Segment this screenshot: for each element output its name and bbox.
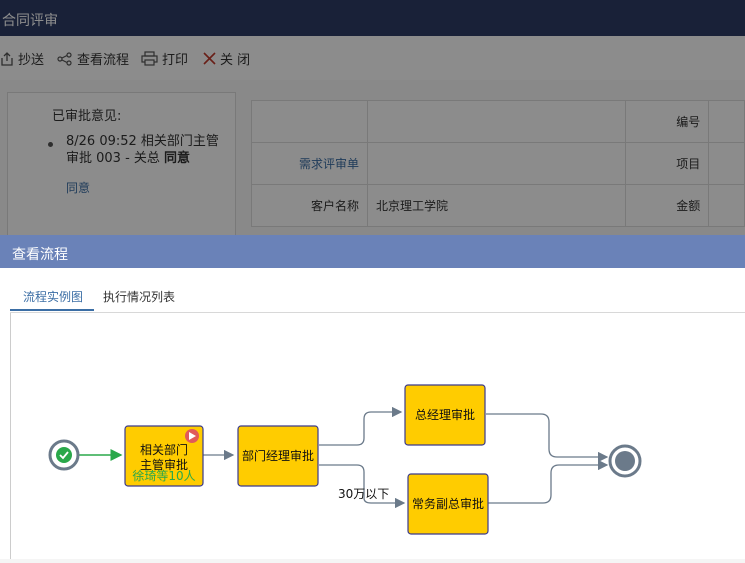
end-event[interactable] bbox=[608, 444, 642, 478]
flow-diagram: 相关部门 主管审批 徐琦等10人 部门经理审批 总经理审批 bbox=[48, 384, 642, 535]
close-icon bbox=[203, 52, 216, 65]
opinion-entry-line1: 8/26 09:52 相关部门主管 bbox=[66, 134, 219, 149]
flow-edge bbox=[486, 413, 609, 463]
info-cell bbox=[708, 142, 745, 185]
info-cell bbox=[366, 100, 627, 143]
contract-info-table: 编号 需求评审单 项目 客户名称 北京理工学院 金额 bbox=[251, 100, 745, 227]
node-label-line2: 主管审批 bbox=[140, 457, 188, 472]
dialog-title-bar: 查看流程 bbox=[0, 235, 745, 268]
print-button[interactable]: 打印 bbox=[141, 49, 188, 68]
bullet bbox=[48, 142, 53, 147]
start-event[interactable] bbox=[48, 439, 80, 471]
window-title: 合同评审 bbox=[2, 13, 58, 29]
number-label: 编号 bbox=[625, 100, 710, 143]
dialog-tabs: 流程实例图 执行情况列表 bbox=[10, 268, 745, 313]
view-flow-button[interactable]: 查看流程 bbox=[57, 49, 129, 68]
flow-node-related-manager[interactable]: 相关部门 主管审批 徐琦等10人 bbox=[124, 425, 204, 487]
flow-canvas: 相关部门 主管审批 徐琦等10人 部门经理审批 总经理审批 bbox=[10, 313, 745, 559]
share-icon bbox=[1, 51, 13, 66]
view-flow-label: 查看流程 bbox=[77, 53, 130, 68]
window-title-bar: 合同评审 bbox=[0, 0, 745, 36]
toolbar: 抄送 查看流程 打印 关 闭 bbox=[0, 36, 745, 80]
info-cell bbox=[366, 142, 627, 185]
amount-label: 金额 bbox=[625, 184, 710, 227]
node-label: 部门经理审批 bbox=[242, 448, 314, 463]
tab-execution-list[interactable]: 执行情况列表 bbox=[103, 290, 176, 304]
print-label: 打印 bbox=[162, 53, 189, 68]
flow-edge bbox=[319, 464, 406, 509]
flow-node-general-manager[interactable]: 总经理审批 bbox=[404, 384, 486, 446]
printer-icon bbox=[141, 51, 158, 66]
opinion-header: 已审批意见: bbox=[52, 109, 122, 124]
dialog-title: 查看流程 bbox=[12, 247, 68, 263]
modal-overlay bbox=[0, 0, 745, 235]
approval-opinion-panel: 已审批意见: 8/26 09:52 相关部门主管 审批 003 - 关总 同意 … bbox=[7, 92, 236, 254]
flow-node-dept-manager[interactable]: 部门经理审批 bbox=[237, 425, 319, 487]
flow-edge bbox=[319, 406, 403, 446]
project-label: 项目 bbox=[625, 142, 710, 185]
flow-node-vice-general[interactable]: 常务副总审批 bbox=[407, 473, 489, 535]
opinion-entry-result: 同意 bbox=[164, 151, 191, 166]
active-tab-indicator bbox=[10, 309, 94, 311]
flow-icon bbox=[57, 51, 72, 66]
opinion-comment: 同意 bbox=[66, 181, 91, 195]
copy-send-label: 抄送 bbox=[18, 53, 45, 68]
opinion-entry-line2: 审批 003 - 关总 bbox=[66, 151, 165, 166]
main-content: 已审批意见: 8/26 09:52 相关部门主管 审批 003 - 关总 同意 … bbox=[0, 80, 745, 254]
info-cell bbox=[251, 100, 368, 143]
customer-value: 北京理工学院 bbox=[366, 184, 627, 227]
node-label-line1: 相关部门 bbox=[140, 442, 188, 457]
view-flow-dialog: 查看流程 流程实例图 执行情况列表 bbox=[0, 235, 745, 559]
node-label: 总经理审批 bbox=[415, 407, 475, 422]
node-waiting-label: 徐琦等10人 bbox=[132, 468, 195, 483]
customer-label: 客户名称 bbox=[251, 184, 368, 227]
copy-send-button[interactable]: 抄送 bbox=[0, 49, 44, 68]
demand-review-link[interactable]: 需求评审单 bbox=[251, 142, 368, 185]
condition-label: 30万以下 bbox=[338, 487, 389, 501]
close-label: 关 闭 bbox=[220, 53, 251, 68]
tab-flow-diagram[interactable]: 流程实例图 bbox=[23, 290, 84, 304]
node-label: 常务副总审批 bbox=[412, 496, 484, 511]
flow-edge bbox=[488, 459, 609, 504]
play-icon bbox=[185, 429, 199, 443]
opinion-entry: 8/26 09:52 相关部门主管 审批 003 - 关总 同意 bbox=[66, 133, 226, 167]
info-cell bbox=[708, 184, 745, 227]
checkmark-icon bbox=[59, 451, 69, 460]
close-button[interactable]: 关 闭 bbox=[203, 49, 250, 68]
